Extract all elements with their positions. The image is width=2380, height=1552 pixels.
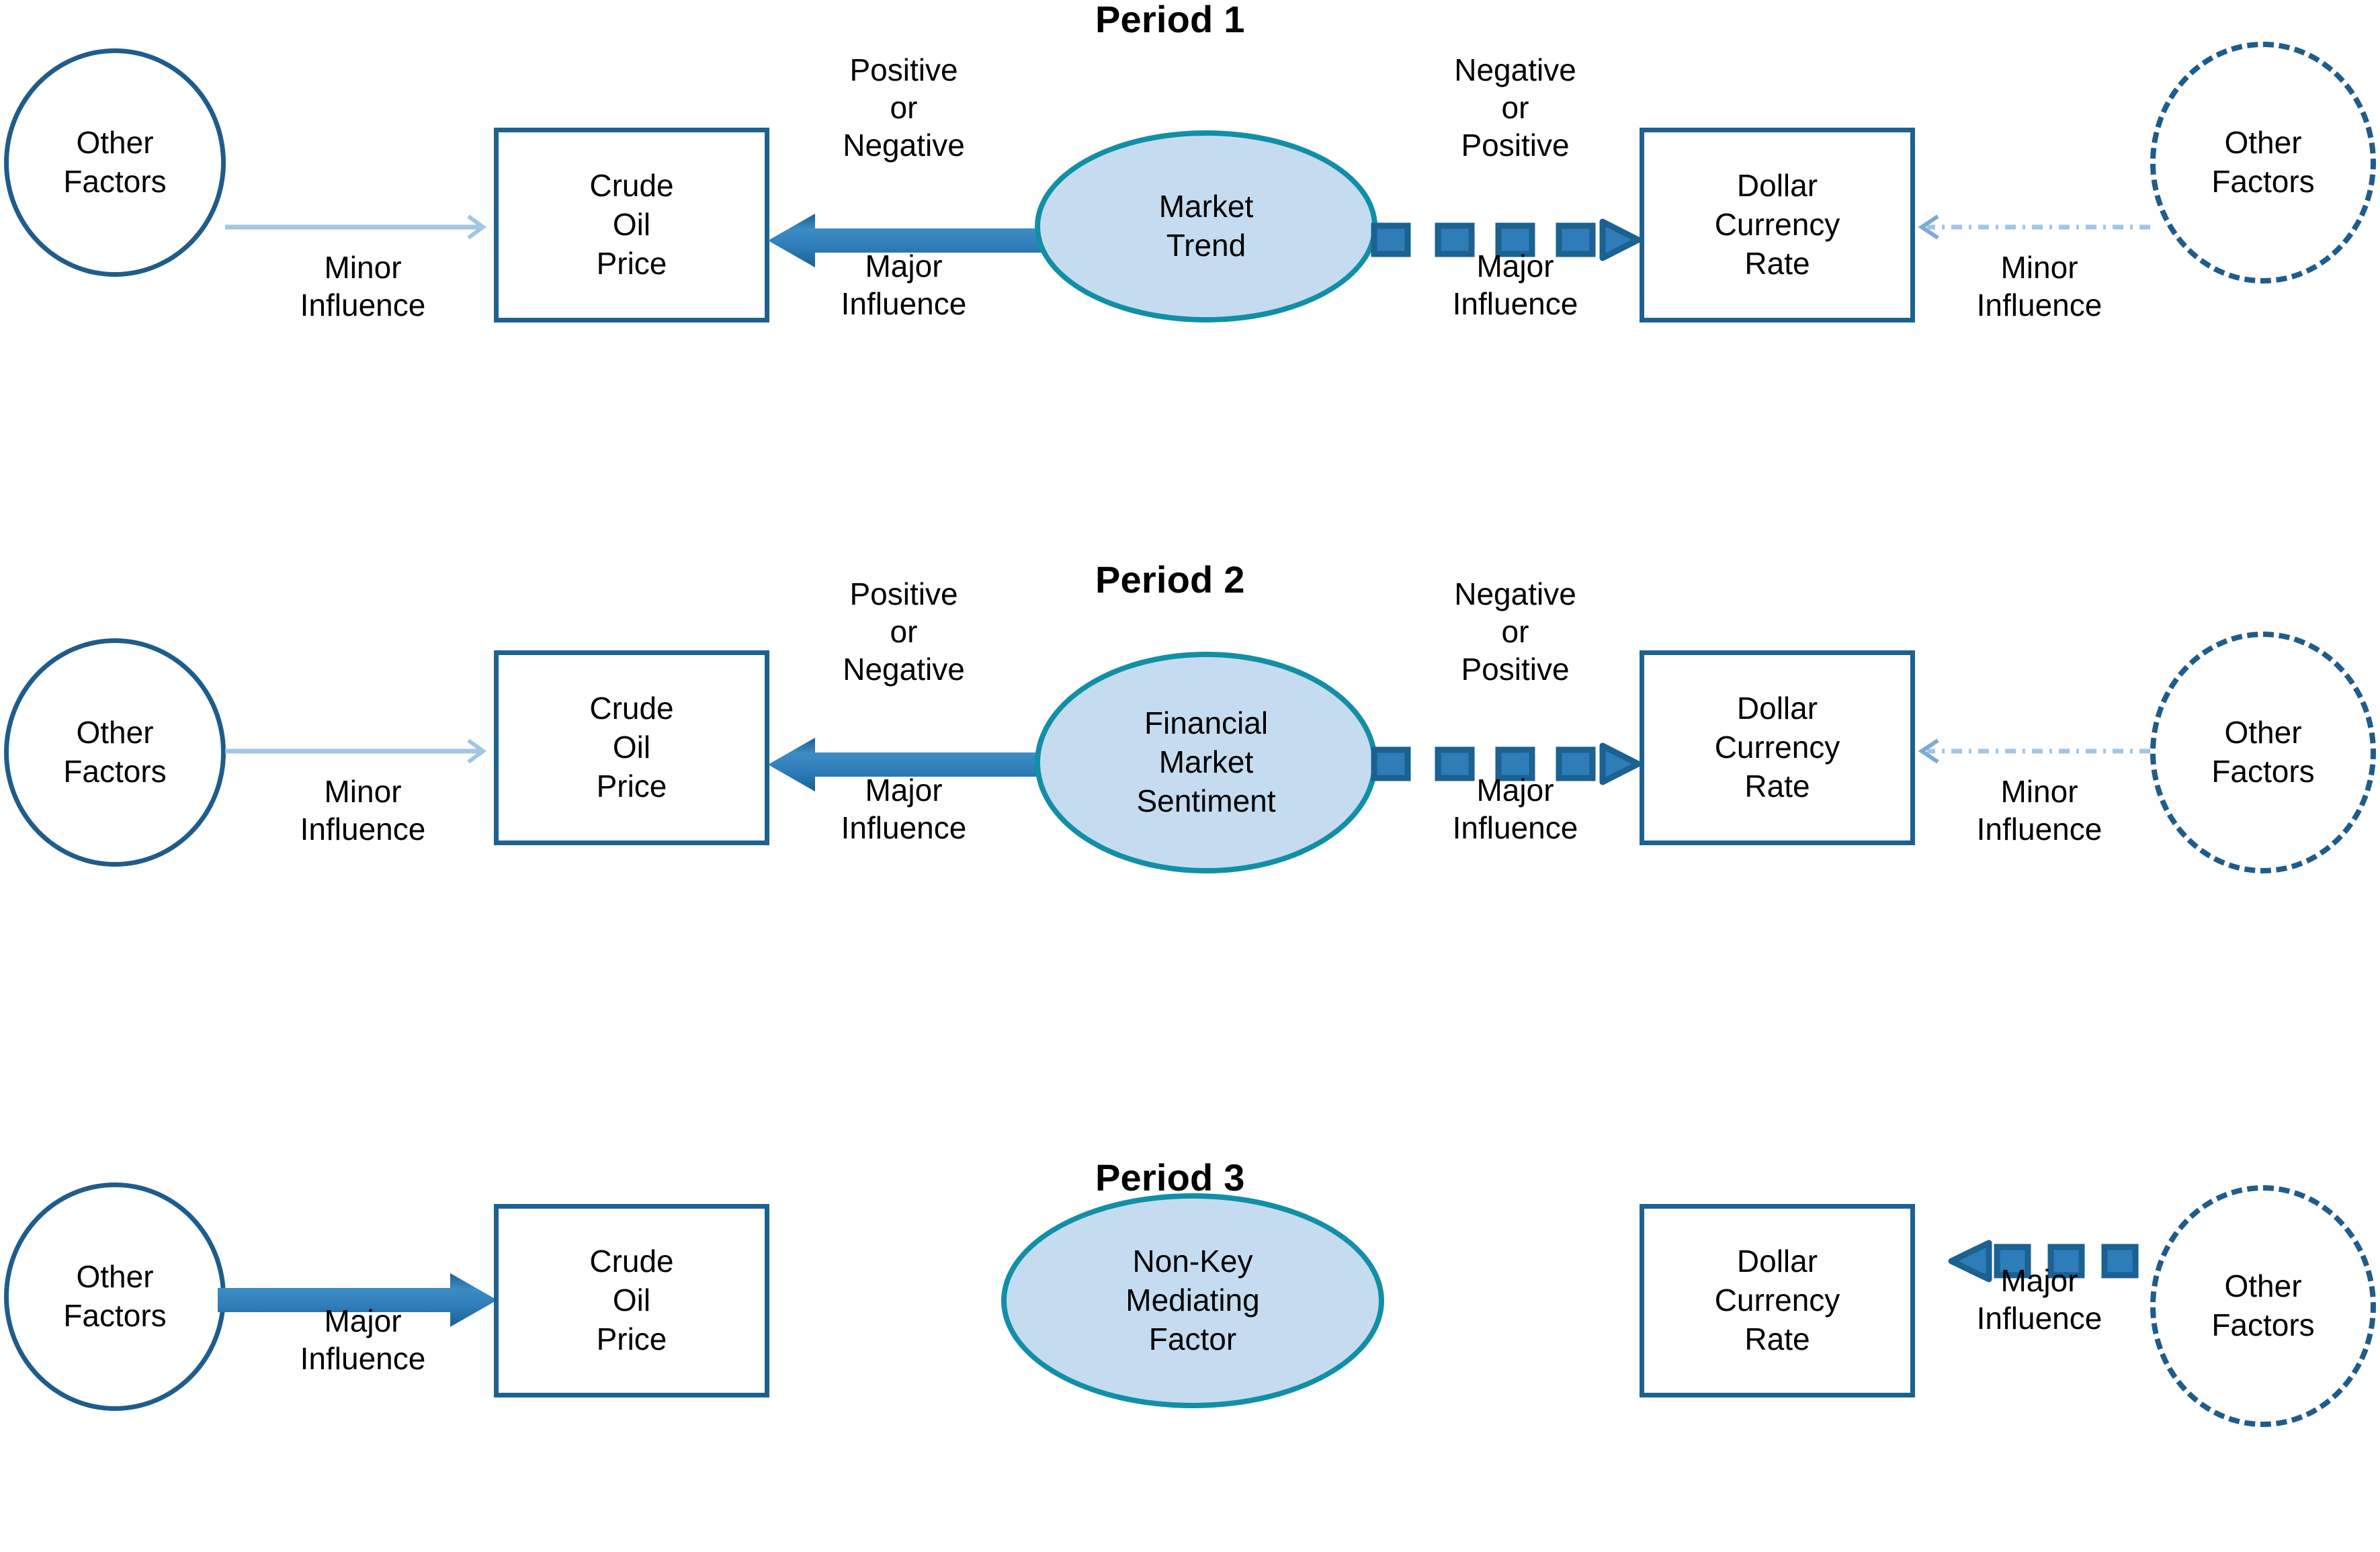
node-label: Dollar Currency Rate (1714, 691, 1840, 804)
period-3-left-major-label: Major Influence (300, 1303, 426, 1377)
node-label: Other Factors (2211, 1268, 2315, 1342)
node-label: Other Factors (63, 125, 167, 199)
period-2-left-minor-arrow (225, 738, 494, 765)
period-1-major-arrow-to-oil (763, 207, 1045, 274)
period-2-left-minor-label: Minor Influence (300, 774, 426, 847)
period-3-right-major-dashed-arrow (1910, 1240, 2165, 1547)
period-1-left-minor-arrow (225, 214, 494, 241)
period-2-group: Period 2 Other Factors Minor Influence C… (0, 537, 2380, 1028)
period-1-left-minor-label: Minor Influence (300, 250, 426, 323)
period-1-group: Period 1 Other Factors Minor Influence C… (0, 0, 2380, 490)
period-1-mediator[interactable]: Market Trend (1035, 130, 1377, 322)
node-label: Other Factors (2211, 125, 2315, 199)
period-2-crude-oil-price[interactable]: Crude Oil Price (494, 650, 769, 845)
period-3-dollar-currency-rate[interactable]: Dollar Currency Rate (1640, 1204, 1915, 1397)
period-2-mediator[interactable]: Financial Market Sentiment (1035, 652, 1377, 873)
diagram-canvas: Period 1 Other Factors Minor Influence C… (0, 0, 2380, 1427)
period-1-title: Period 1 (1095, 0, 1245, 40)
period-3-left-major-arrow (214, 1266, 503, 1334)
period-2-right-minor-label: Minor Influence (1976, 774, 2102, 847)
node-label: Crude Oil Price (589, 691, 674, 804)
period-2-major-arrow-to-oil (763, 731, 1045, 798)
period-1-mediator-to-oil-bottom-label: Major Influence (841, 249, 967, 322)
period-2-right-other-factors[interactable]: Other Factors (2150, 632, 2376, 873)
period-1-mediator-to-dollar-top-label: Negative or Positive (1454, 52, 1576, 163)
period-3-left-other-factors[interactable]: Other Factors (4, 1182, 226, 1411)
period-2-left-other-factors[interactable]: Other Factors (4, 638, 226, 867)
period-2-major-dashed-arrow-to-dollar (1371, 734, 1642, 794)
node-label: Other Factors (63, 1259, 167, 1333)
period-3-crude-oil-price[interactable]: Crude Oil Price (494, 1204, 769, 1397)
period-3-mediator[interactable]: Non-Key Mediating Factor (1001, 1193, 1384, 1408)
period-2-dollar-currency-rate[interactable]: Dollar Currency Rate (1640, 650, 1915, 845)
node-label: Financial Market Sentiment (1136, 705, 1276, 818)
period-3-group: Period 3 Other Factors Major Influence (0, 1062, 2380, 1552)
period-1-right-minor-arrow (1914, 214, 2156, 241)
period-1-mediator-to-oil-top-label: Positive or Negative (843, 52, 965, 163)
period-3-title: Period 3 (1095, 1156, 1245, 1199)
period-1-dollar-currency-rate[interactable]: Dollar Currency Rate (1640, 128, 1915, 322)
period-1-right-other-factors[interactable]: Other Factors (2150, 42, 2376, 284)
period-2-right-minor-arrow (1914, 738, 2156, 765)
period-1-crude-oil-price[interactable]: Crude Oil Price (494, 128, 769, 322)
node-label: Other Factors (63, 715, 167, 789)
period-1-right-minor-label: Minor Influence (1976, 250, 2102, 323)
period-2-mediator-to-dollar-top-label: Negative or Positive (1454, 576, 1576, 687)
node-label: Crude Oil Price (589, 168, 674, 281)
node-label: Dollar Currency Rate (1714, 1244, 1840, 1356)
node-label: Non-Key Mediating Factor (1125, 1244, 1260, 1356)
node-label: Other Factors (2211, 715, 2315, 789)
period-3-right-other-factors[interactable]: Other Factors (2150, 1185, 2376, 1427)
node-label: Market Trend (1158, 189, 1254, 263)
period-2-mediator-to-oil-top-label: Positive or Negative (843, 576, 965, 687)
period-2-mediator-to-oil-bottom-label: Major Influence (841, 773, 967, 846)
period-1-major-dashed-arrow-to-dollar (1371, 210, 1642, 270)
node-label: Crude Oil Price (589, 1244, 674, 1356)
period-2-mediator-to-dollar-bottom-label: Major Influence (1452, 773, 1578, 846)
node-label: Dollar Currency Rate (1714, 168, 1840, 281)
period-3-right-major-label: Major Influence (1976, 1263, 2102, 1336)
period-1-left-other-factors[interactable]: Other Factors (4, 48, 226, 277)
period-2-title: Period 2 (1095, 558, 1245, 601)
period-1-mediator-to-dollar-bottom-label: Major Influence (1452, 249, 1578, 322)
